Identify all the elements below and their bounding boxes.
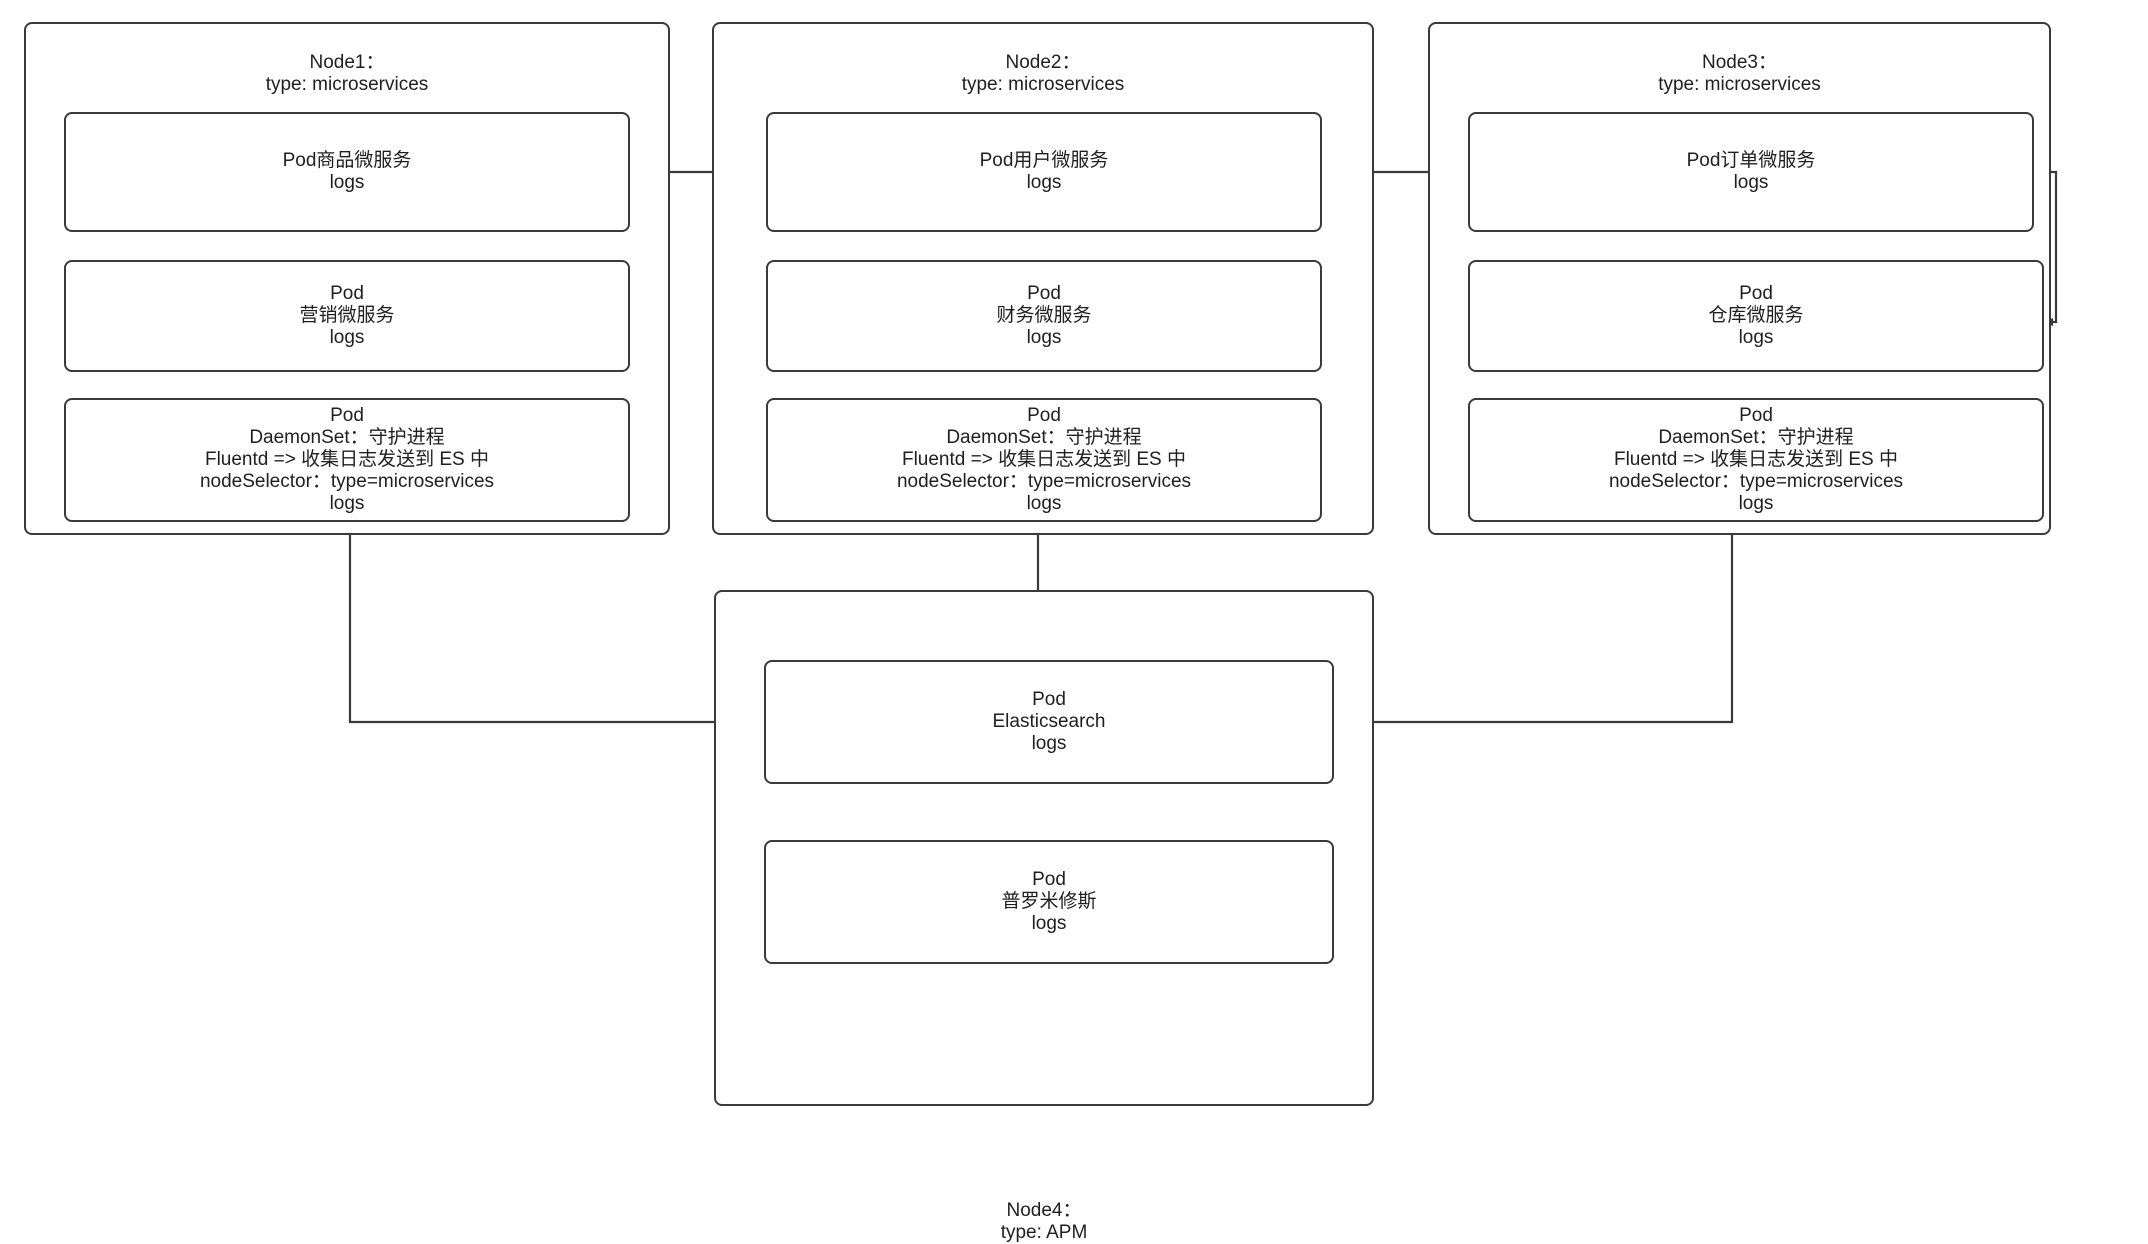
pod-node1-pod2-label: Pod 营销微服务 logs bbox=[299, 283, 395, 348]
pod-node4-pod1[interactable]: Pod Elasticsearch logs bbox=[764, 660, 1334, 784]
pod-node3-pod1-label: Pod订单微服务 logs bbox=[1686, 150, 1816, 193]
node3-title: Node3： type: microservices bbox=[1658, 52, 1821, 95]
pod-node3-pod3-label: Pod DaemonSet：守护进程 Fluentd => 收集日志发送到 ES… bbox=[1608, 405, 1904, 514]
pod-node1-pod1[interactable]: Pod商品微服务 logs bbox=[64, 112, 630, 232]
diagram-canvas: Node1： type: microservices Pod商品微服务 logs… bbox=[24, 22, 2058, 1243]
edge-node1-daemonset-to-es bbox=[348, 522, 753, 726]
pod-node3-pod3[interactable]: Pod DaemonSet：守护进程 Fluentd => 收集日志发送到 ES… bbox=[1468, 398, 2044, 522]
pod-node2-pod1-label: Pod用户微服务 logs bbox=[979, 150, 1109, 193]
pod-node3-pod1[interactable]: Pod订单微服务 logs bbox=[1468, 112, 2034, 232]
node2-title: Node2： type: microservices bbox=[961, 52, 1125, 95]
pod-node3-pod2-label: Pod 仓库微服务 logs bbox=[1708, 283, 1804, 348]
pod-node4-pod2-label: Pod 普罗米修斯 logs bbox=[1001, 869, 1097, 934]
pod-node2-pod2-label: Pod 财务微服务 logs bbox=[996, 283, 1092, 348]
node4-title: Node4： type: APM bbox=[1000, 1200, 1088, 1243]
pod-node1-pod3[interactable]: Pod DaemonSet：守护进程 Fluentd => 收集日志发送到 ES… bbox=[64, 398, 630, 522]
pod-node4-pod2[interactable]: Pod 普罗米修斯 logs bbox=[764, 840, 1334, 964]
pod-node1-pod2[interactable]: Pod 营销微服务 logs bbox=[64, 260, 630, 372]
pod-node3-pod2[interactable]: Pod 仓库微服务 logs bbox=[1468, 260, 2044, 372]
pod-node2-pod3-label: Pod DaemonSet：守护进程 Fluentd => 收集日志发送到 ES… bbox=[896, 405, 1192, 514]
edge-node3-daemonset-to-es bbox=[1333, 522, 1734, 726]
pod-node2-pod2[interactable]: Pod 财务微服务 logs bbox=[766, 260, 1322, 372]
node1-title: Node1： type: microservices bbox=[265, 52, 429, 95]
pod-node1-pod3-label: Pod DaemonSet：守护进程 Fluentd => 收集日志发送到 ES… bbox=[199, 405, 495, 514]
pod-node2-pod3[interactable]: Pod DaemonSet：守护进程 Fluentd => 收集日志发送到 ES… bbox=[766, 398, 1322, 522]
pod-node2-pod1[interactable]: Pod用户微服务 logs bbox=[766, 112, 1322, 232]
pod-node4-pod1-label: Pod Elasticsearch logs bbox=[992, 689, 1106, 754]
pod-node1-pod1-label: Pod商品微服务 logs bbox=[282, 150, 412, 193]
